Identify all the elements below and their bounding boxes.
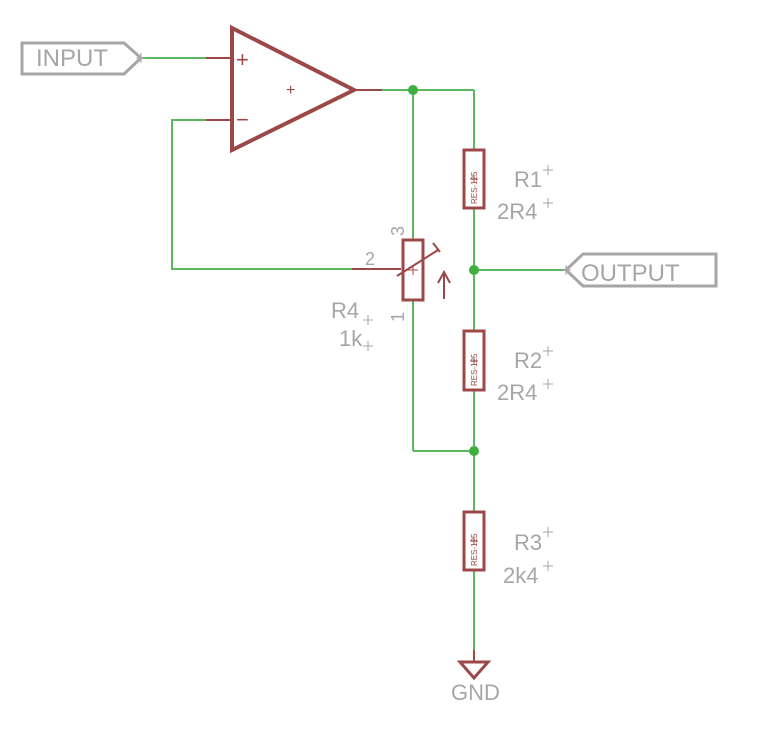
origin-cross (408, 265, 418, 275)
op-amp-plus-symbol: + (236, 47, 249, 72)
potentiometer-wiper-arrow (396, 249, 439, 277)
origin-cross (543, 346, 553, 389)
pin-number-1: 1 (388, 312, 408, 322)
op-amp[interactable]: + − + (206, 24, 382, 154)
ground-label: GND (451, 680, 500, 705)
resistor-r1[interactable]: RES-125 R1 2R4 (462, 148, 553, 224)
junction-dot (469, 446, 479, 456)
junctions (408, 85, 479, 456)
resistor-value: 2k4 (503, 563, 538, 588)
pin-number-3: 3 (388, 226, 408, 236)
origin-cross (470, 175, 478, 183)
input-port-outline (20, 41, 144, 76)
origin-cross (363, 315, 373, 351)
junction-dot (408, 85, 418, 95)
potentiometer-value: 1k (339, 326, 363, 351)
resistor-package: RES-125 (470, 171, 479, 204)
adjust-arrow-icon (437, 269, 451, 299)
origin-cross (561, 265, 571, 275)
op-amp-triangle (230, 24, 359, 154)
resistor-value: 2R4 (497, 380, 537, 405)
potentiometer-r4[interactable]: 1 2 3 R4 1k (331, 226, 451, 351)
junction-dot (469, 265, 479, 275)
output-port-label: OUTPUT (581, 260, 680, 287)
potentiometer-ref: R4 (331, 298, 359, 323)
ground-icon (456, 660, 492, 681)
resistor-body (462, 148, 486, 210)
potentiometer-wiper-tick (432, 242, 441, 253)
resistor-ref: R2 (514, 348, 542, 373)
output-port[interactable]: OUTPUT (561, 252, 718, 288)
resistor-package: RES-125 (470, 533, 479, 566)
resistor-r2[interactable]: RES-125 R2 2R4 (462, 329, 553, 405)
origin-cross (470, 537, 478, 545)
pin-number-2: 2 (365, 249, 375, 269)
op-amp-minus-symbol: − (236, 107, 249, 132)
origin-cross (470, 357, 478, 365)
wire-feedback (171, 119, 401, 270)
output-port-outline (563, 252, 718, 288)
resistor-r3[interactable]: RES-125 R3 2k4 (462, 510, 553, 588)
ground-symbol[interactable]: GND (451, 650, 500, 705)
resistor-package: RES-125 (470, 353, 479, 386)
origin-cross (543, 527, 553, 571)
input-port[interactable]: INPUT (20, 41, 146, 76)
resistor-ref: R3 (514, 530, 542, 555)
op-amp-origin: + (286, 82, 295, 99)
origin-cross (136, 53, 146, 63)
input-port-label: INPUT (36, 45, 108, 72)
resistor-value: 2R4 (497, 199, 537, 224)
origin-cross (543, 165, 553, 208)
potentiometer-body (401, 238, 425, 302)
resistor-body (462, 329, 486, 392)
resistor-body (462, 510, 486, 572)
resistor-ref: R1 (514, 167, 542, 192)
